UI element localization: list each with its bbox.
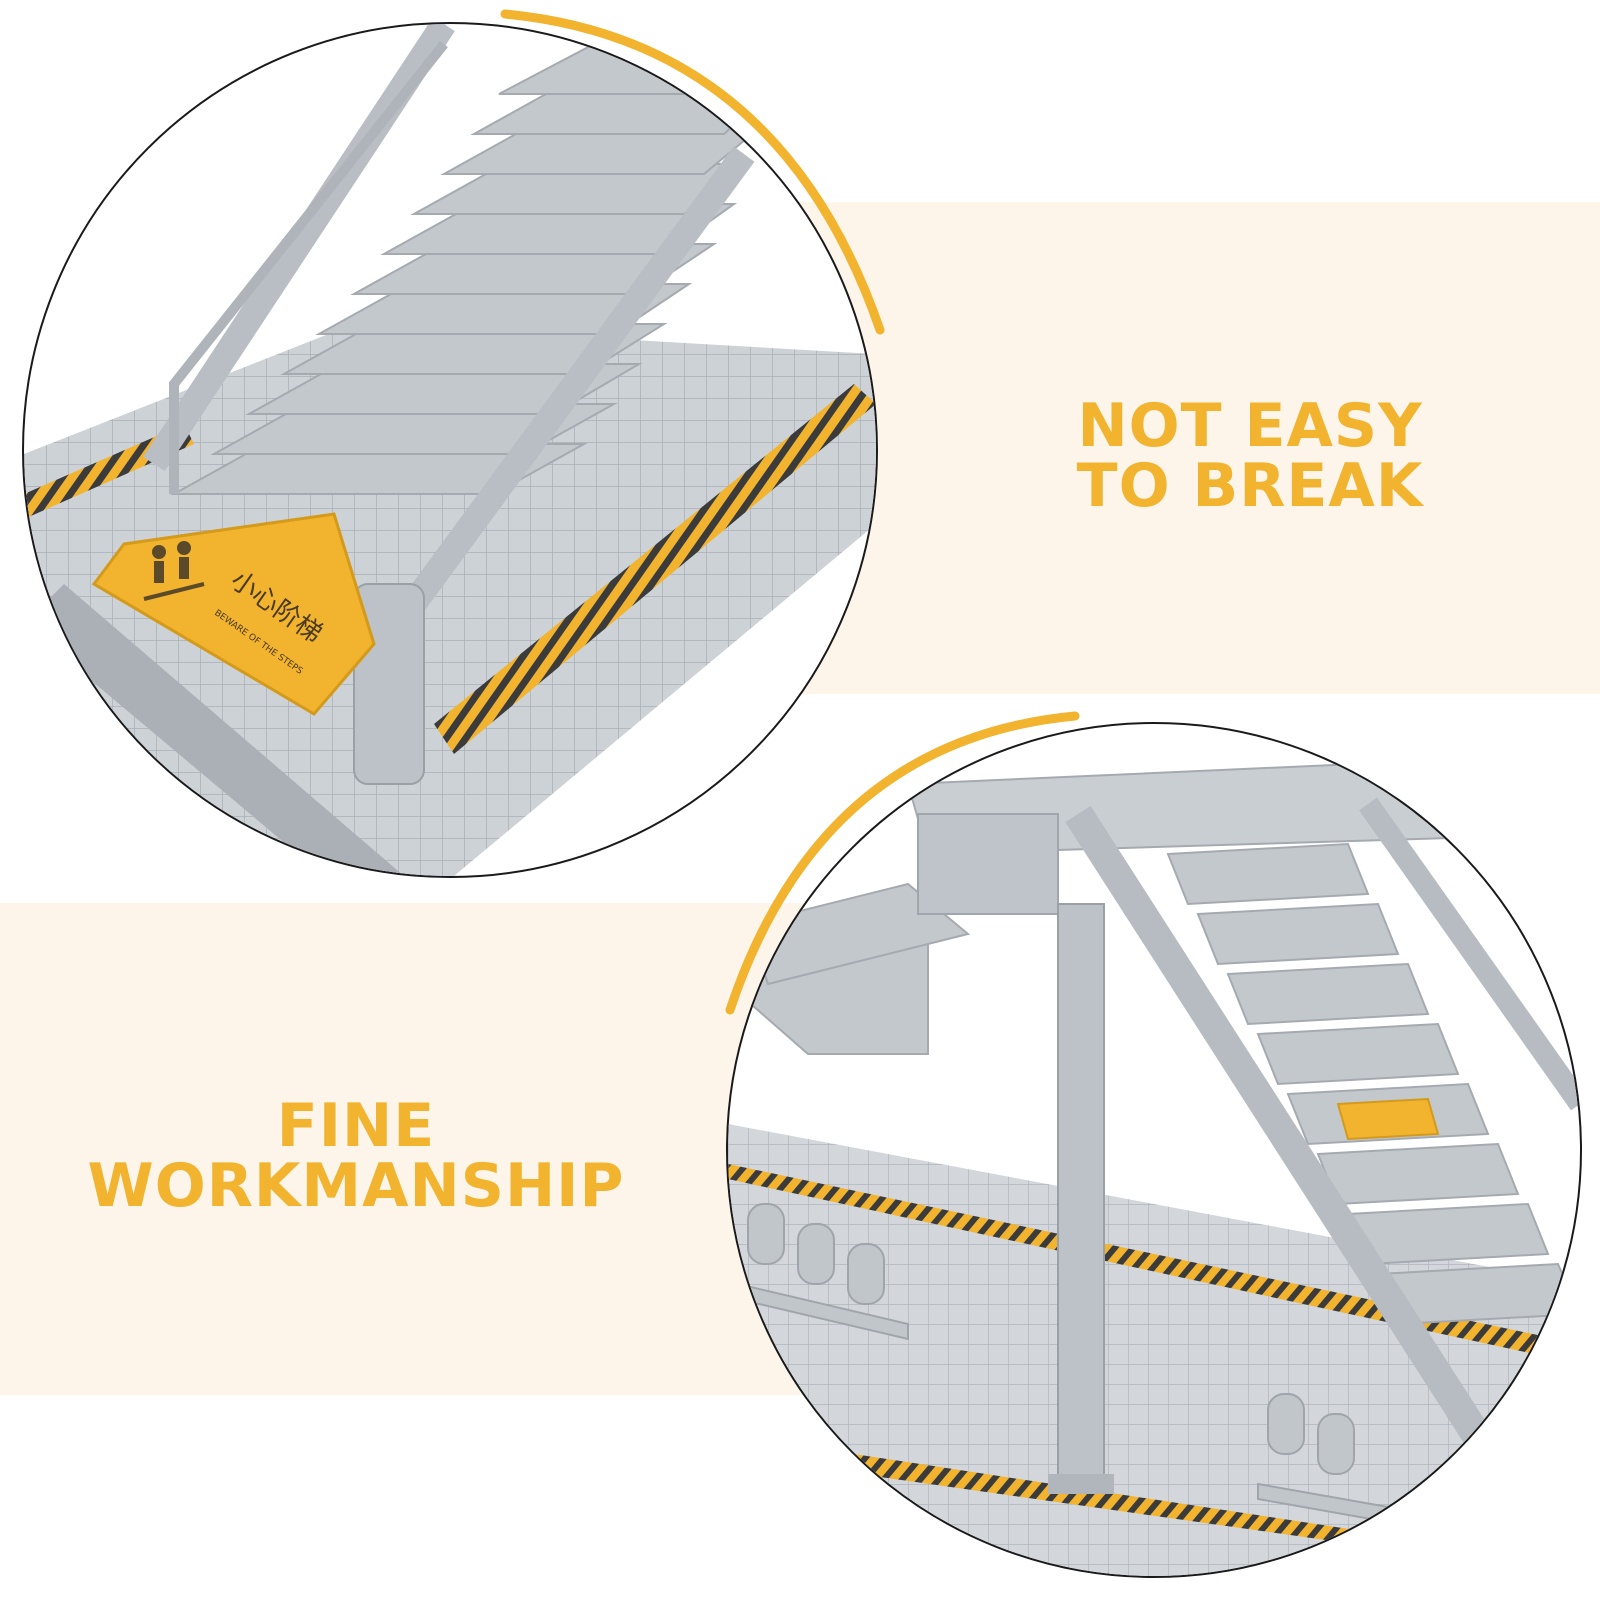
beware-steps-sign: 小心阶梯 BEWARE OF THE STEPS — [91, 512, 376, 716]
caption-bottom-line-1: FINE — [276, 1091, 436, 1161]
caption-top-line-1: NOT EASY — [1077, 391, 1423, 461]
overpass-model-illustration — [728, 752, 1580, 1576]
cream-band-top — [790, 202, 1600, 694]
product-photo-staircase-closeup: 小心阶梯 BEWARE OF THE STEPS — [22, 22, 878, 878]
product-photo-overpass-model — [726, 722, 1582, 1578]
caption-bottom-line-2: WORKMANSHIP — [87, 1151, 625, 1221]
caption-fine-workmanship: FINE WORKMANSHIP — [86, 1096, 626, 1216]
staircase-closeup-illustration: 小心阶梯 BEWARE OF THE STEPS — [24, 24, 876, 876]
cream-band-bottom — [0, 903, 830, 1395]
caption-top-line-2: TO BREAK — [1076, 451, 1424, 521]
caption-not-easy-to-break: NOT EASY TO BREAK — [1030, 396, 1470, 516]
pedestrian-stairs-icon — [143, 541, 205, 601]
